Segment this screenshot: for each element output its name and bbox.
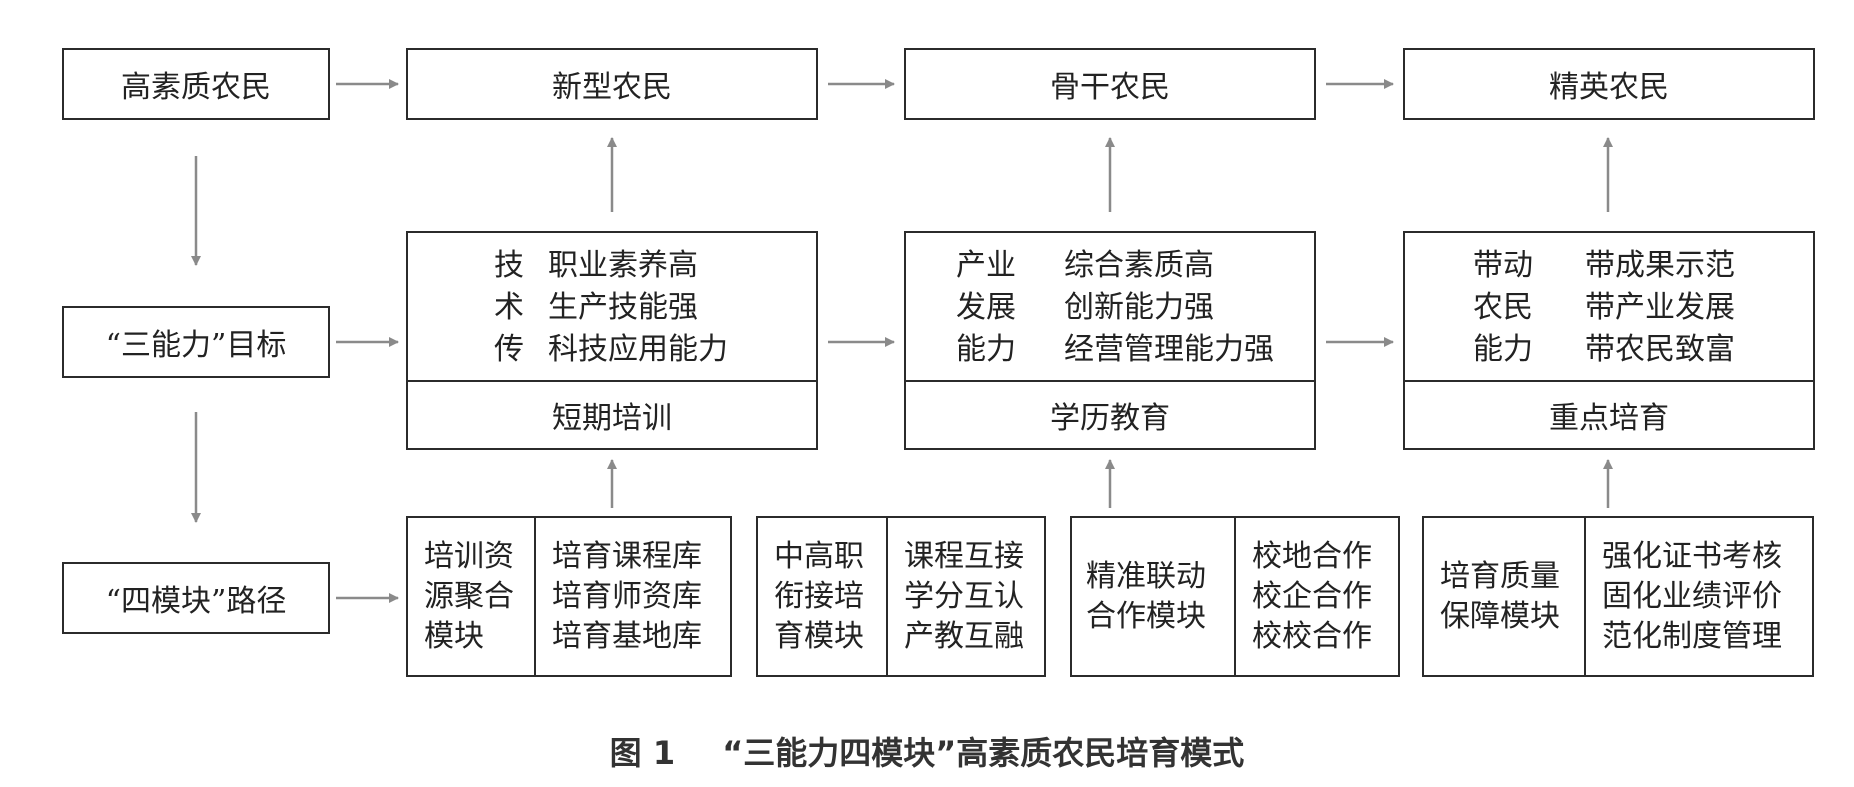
ability-line: 发展创新能力强	[956, 289, 1214, 325]
figure-caption: 图 1 “三能力四模块”高素质农民培育模式	[0, 728, 1854, 774]
four-modules-label: “四模块”路径	[105, 584, 287, 619]
goal-label: 高素质农民	[121, 70, 271, 105]
elite-farmer-box: 精英农民	[1403, 48, 1815, 120]
ability-box-lead: 带动带成果示范 农民带产业发展 能力带农民致富 重点培育	[1403, 231, 1815, 450]
degree-education-label: 学历教育	[906, 380, 1314, 448]
module-content: 培育课程库 培育师资库 培育基地库	[534, 518, 730, 675]
ability-line: 术生产技能强	[494, 289, 698, 325]
module-name: 培育质量 保障模块	[1440, 558, 1560, 634]
module-box-resources: 培训资 源聚合 模块 培育课程库 培育师资库 培育基地库	[406, 516, 732, 677]
module-content: 强化证书考核 固化业绩评价 范化制度管理	[1584, 518, 1812, 675]
ability-box-industry: 产业综合素质高 发展创新能力强 能力经营管理能力强 学历教育	[904, 231, 1316, 450]
module-content: 课程互接 学分互认 产教互融	[886, 518, 1044, 675]
ability-line: 产业综合素质高	[956, 247, 1214, 283]
three-abilities-label: “三能力”目标	[105, 328, 287, 363]
ability-line: 技职业素养高	[494, 247, 698, 283]
new-farmer-box: 新型农民	[406, 48, 818, 120]
ability-line: 传科技应用能力	[494, 331, 728, 367]
module-name: 中高职 衔接培 育模块	[774, 538, 864, 654]
ability-line: 能力经营管理能力强	[956, 331, 1274, 367]
module-box-quality: 培育质量 保障模块 强化证书考核 固化业绩评价 范化制度管理	[1422, 516, 1814, 677]
ability-line: 带动带成果示范	[1473, 247, 1735, 283]
ability-box-tech: 技职业素养高 术生产技能强 传科技应用能力 短期培训	[406, 231, 818, 450]
module-content: 校地合作 校企合作 校校合作	[1234, 518, 1398, 675]
backbone-farmer-label: 骨干农民	[1050, 70, 1170, 105]
module-box-cooperation: 精准联动 合作模块 校地合作 校企合作 校校合作	[1070, 516, 1400, 677]
short-term-training-label: 短期培训	[408, 380, 816, 448]
elite-farmer-label: 精英农民	[1549, 70, 1669, 105]
figure-number: 图 1	[609, 734, 676, 772]
module-box-vocational: 中高职 衔接培 育模块 课程互接 学分互认 产教互融	[756, 516, 1046, 677]
backbone-farmer-box: 骨干农民	[904, 48, 1316, 120]
goal-box: 高素质农民	[62, 48, 330, 120]
four-modules-box: “四模块”路径	[62, 562, 330, 634]
module-name: 培训资 源聚合 模块	[424, 538, 514, 654]
key-cultivation-label: 重点培育	[1405, 380, 1813, 448]
figure-title: “三能力四模块”高素质农民培育模式	[722, 734, 1245, 772]
ability-line: 农民带产业发展	[1473, 289, 1735, 325]
three-abilities-box: “三能力”目标	[62, 306, 330, 378]
ability-line: 能力带农民致富	[1473, 331, 1735, 367]
new-farmer-label: 新型农民	[552, 70, 672, 105]
module-name: 精准联动 合作模块	[1086, 558, 1206, 634]
